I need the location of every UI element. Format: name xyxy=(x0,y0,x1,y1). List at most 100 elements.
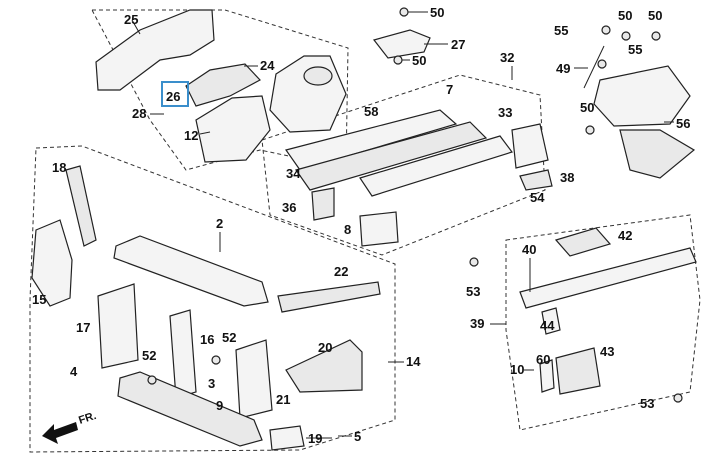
part-43-bracket xyxy=(555,347,601,395)
part-56-bracket xyxy=(593,65,691,127)
callout-label-c2: 2 xyxy=(216,216,223,231)
callout-label-c44: 44 xyxy=(540,318,555,333)
callout-label-c18: 18 xyxy=(52,160,66,175)
callout-label-c55b: 55 xyxy=(628,42,642,57)
bolt-50e-icon xyxy=(585,125,595,135)
part-24-bracket xyxy=(185,63,261,107)
callout-label-c10: 10 xyxy=(510,362,524,377)
part-33b-block xyxy=(511,123,549,169)
part-20-bracket xyxy=(285,339,363,393)
callout-label-c5: 5 xyxy=(354,429,361,444)
callout-label-c34: 34 xyxy=(286,166,301,181)
callout-label-c26: 26 xyxy=(166,89,180,104)
group-boundary-upper-center xyxy=(261,74,546,256)
part-18-strut xyxy=(65,165,97,247)
callout-label-c33: 33 xyxy=(498,105,512,120)
callout-label-c43: 43 xyxy=(600,344,614,359)
bolt-52b-icon xyxy=(211,355,221,365)
part-15-side-bracket xyxy=(31,219,73,307)
front-direction-arrow-icon xyxy=(42,422,78,444)
callout-label-c39: 39 xyxy=(470,316,484,331)
callout-label-c50d: 50 xyxy=(648,8,662,23)
bolt-55b-icon xyxy=(597,59,607,69)
part-40-side-member xyxy=(519,247,697,309)
callout-label-c55a: 55 xyxy=(554,23,568,38)
bolt-55a-icon xyxy=(601,25,611,35)
group-boundary-right xyxy=(505,214,701,431)
callout-label-c17: 17 xyxy=(76,320,90,335)
callout-label-c28: 28 xyxy=(132,106,146,121)
callout-label-c4: 4 xyxy=(70,364,78,379)
part-8-bracket xyxy=(359,211,399,247)
callout-label-c50e: 50 xyxy=(580,100,594,115)
part-27-mount xyxy=(372,29,431,59)
part-4-lower-crossmember xyxy=(117,371,263,447)
part-19-clip xyxy=(269,425,305,451)
part-44-block xyxy=(541,307,561,335)
callout-label-c12: 12 xyxy=(184,128,198,143)
part-49-rod xyxy=(583,45,605,89)
callout-label-c42: 42 xyxy=(618,228,632,243)
callout-label-c15: 15 xyxy=(32,292,46,307)
highlight-box-26 xyxy=(161,81,189,107)
callout-label-c58: 58 xyxy=(364,104,378,119)
callout-label-c52b: 52 xyxy=(142,348,156,363)
callout-label-c40: 40 xyxy=(522,242,536,257)
callout-label-c7: 7 xyxy=(446,82,453,97)
callout-label-c50a: 50 xyxy=(430,5,444,20)
callout-label-c22: 22 xyxy=(334,264,348,279)
callout-label-c53b: 53 xyxy=(640,396,654,411)
part-22-brace xyxy=(277,281,381,313)
callout-label-c38: 38 xyxy=(560,170,574,185)
bolt-50c-icon xyxy=(621,31,631,41)
callout-label-c3: 3 xyxy=(208,376,215,391)
bolt-52a-icon xyxy=(147,375,157,385)
bolt-53a-icon xyxy=(469,257,479,267)
leader-12 xyxy=(199,131,211,135)
callout-label-c53a: 53 xyxy=(466,284,480,299)
part-36-bracket xyxy=(311,187,335,221)
part-17-panel xyxy=(97,283,139,369)
callout-label-c16: 16 xyxy=(200,332,214,347)
callout-label-c50b: 50 xyxy=(412,53,426,68)
callout-label-c9: 9 xyxy=(216,398,223,413)
part-shock-tower xyxy=(303,66,333,86)
part-9-upright xyxy=(235,339,273,419)
part-2-upper-crossmember xyxy=(113,235,269,307)
part-25-upper-member xyxy=(95,9,215,91)
callout-label-c14: 14 xyxy=(406,354,421,369)
callout-label-c54: 54 xyxy=(530,190,545,205)
callout-label-c50c: 50 xyxy=(618,8,632,23)
group-boundary-main xyxy=(29,145,396,453)
callout-label-c27: 27 xyxy=(451,37,465,52)
bolt-53b-icon xyxy=(673,393,683,403)
callout-label-c32: 32 xyxy=(500,50,514,65)
callout-label-c19: 19 xyxy=(308,431,322,446)
part-42-reinforcement xyxy=(554,227,612,257)
bolt-50b-icon xyxy=(393,55,403,65)
callout-label-c8: 8 xyxy=(344,222,351,237)
callout-label-c52a: 52 xyxy=(222,330,236,345)
part-12-apron xyxy=(195,95,271,163)
callout-label-c21: 21 xyxy=(276,392,290,407)
group-boundary-upper-left xyxy=(91,9,349,171)
part-33-rail xyxy=(359,135,513,197)
bolt-50d-icon xyxy=(651,31,661,41)
part-38-link xyxy=(519,169,553,191)
part-16-pillar xyxy=(169,309,197,399)
bolt-50a-icon xyxy=(399,7,409,17)
callout-label-c36: 36 xyxy=(282,200,296,215)
part-60-clip xyxy=(539,359,555,393)
part-56-arm xyxy=(619,129,696,179)
part-center-housing xyxy=(269,55,347,133)
callout-label-c20: 20 xyxy=(318,340,332,355)
part-7-frame xyxy=(285,109,458,171)
direction-label: FR. xyxy=(77,410,98,427)
callout-label-c24: 24 xyxy=(260,58,275,73)
callout-label-c25: 25 xyxy=(124,12,138,27)
callout-label-c56: 56 xyxy=(676,116,690,131)
callout-label-c49: 49 xyxy=(556,61,570,76)
callout-label-c60: 60 xyxy=(536,352,550,367)
